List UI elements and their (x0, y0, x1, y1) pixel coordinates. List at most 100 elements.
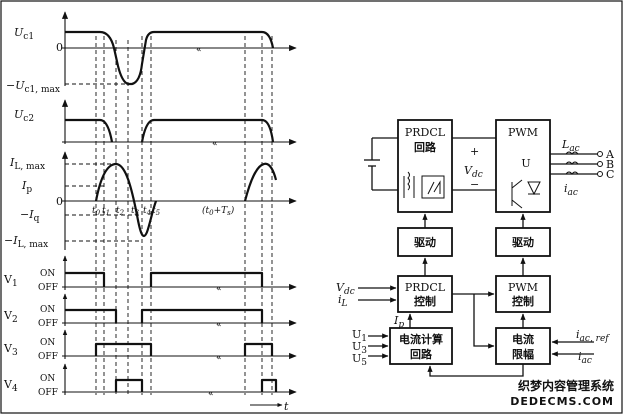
timing-waveforms: Uc1 0 −Uc1, max « Uc2 « IL, max Ip 0 (3, 11, 297, 413)
prdcl-circuit-title: PRDCL (405, 126, 446, 139)
time-guides (95, 36, 273, 395)
dc-source (364, 137, 398, 191)
pwm-control-subtitle: 控制 (512, 294, 534, 308)
lac-label: Lac (561, 138, 580, 154)
v2-off-label: OFF (38, 319, 58, 329)
input-il-label: iL (338, 293, 348, 309)
v1-waveform (65, 271, 264, 287)
phase-c-label: C (606, 168, 614, 181)
t0-plus-ts-label: (t0+Ts) (202, 205, 235, 217)
t2-label: t2 (116, 206, 125, 217)
t0-label: t0 (92, 206, 101, 217)
panel-v3: V3 ON OFF « (3, 329, 297, 363)
v4-on-label: ON (40, 374, 55, 384)
uc2-waveform (65, 118, 275, 143)
panel-v1: V1 ON OFF « (3, 255, 297, 294)
block-diagram: PRDCL 回路 + Vdc − PWM U (336, 119, 615, 377)
il-zero-label: 0 (56, 195, 63, 208)
panel-v4: V4 ON OFF « t (3, 363, 297, 413)
v1-off-label: OFF (38, 283, 58, 293)
v2-label: V2 (3, 309, 18, 325)
t5-label: t5 (152, 206, 161, 217)
uc1max-label: −Uc1, max (6, 79, 60, 95)
signal-wires (358, 213, 594, 377)
v3-off-label: OFF (38, 352, 58, 362)
panel-il: IL, max Ip 0 −Iq −IL, max t0 t1 t2 t3 t4… (4, 151, 297, 250)
v4-waveform (114, 378, 278, 392)
watermark-en: DEDECMS.COM (510, 395, 614, 408)
t-axis-label: t (284, 400, 289, 413)
watermark: 织梦内容管理系统 DEDECMS.COM (510, 378, 614, 408)
prdcl-control-subtitle: 控制 (414, 294, 436, 308)
current-calc-title: 电流计算 (399, 332, 443, 346)
panel-uc1: Uc1 0 −Uc1, max « (6, 11, 297, 95)
dc-link: + Vdc − (452, 137, 496, 191)
prdcl-circuit-subtitle: 回路 (414, 140, 437, 154)
watermark-cn: 织梦内容管理系统 (518, 378, 614, 393)
v4-break-mark: « (208, 389, 214, 399)
t1-label: t1 (102, 206, 110, 217)
neg-ilmax-label: −IL, max (4, 234, 48, 250)
prdcl-control-title: PRDCL (405, 281, 446, 294)
pwm-inverter-u: U (521, 157, 530, 170)
pwm-control-title: PWM (508, 281, 538, 294)
ac-output: Lac A B C iac (550, 138, 615, 198)
t3-label: t3 (131, 206, 140, 217)
dc-link-minus: − (470, 178, 479, 191)
prdcl-circuit-block: PRDCL 回路 (397, 119, 453, 213)
panel-uc2: Uc2 « (14, 99, 297, 149)
v3-on-label: ON (40, 338, 55, 348)
v4-label: V4 (3, 378, 18, 394)
uc1-label: Uc1 (14, 26, 34, 42)
v1-break-mark: « (216, 284, 222, 294)
vdc-label: Vdc (464, 164, 483, 180)
pwm-control-block: PWM 控制 (495, 275, 551, 313)
iq-label: −Iq (20, 208, 40, 224)
pwm-driver-block: 驱动 (495, 227, 551, 257)
prdcl-control-block: PRDCL 控制 (397, 275, 453, 313)
ip-signal-label: Ip (393, 314, 404, 330)
phase-b-label: B (606, 158, 614, 171)
uc2-label: Uc2 (14, 108, 34, 124)
current-limit-subtitle: 限幅 (512, 347, 534, 361)
v1-on-label: ON (40, 269, 55, 279)
il-waveform-1 (94, 162, 158, 238)
uc1-zero-label: 0 (56, 41, 63, 54)
v4-off-label: OFF (38, 388, 58, 398)
pwm-inverter-title: PWM (508, 126, 538, 139)
iac-feedback-label: iac (578, 350, 592, 366)
t4-label: t4 (143, 206, 151, 217)
v3-label: V3 (3, 342, 18, 358)
uc2-break-mark: « (212, 139, 218, 149)
input-vdc-label: Vdc (336, 281, 355, 297)
v2-break-mark: « (216, 320, 222, 330)
u1-label: U1 (352, 328, 367, 344)
iac-output-label: iac (564, 182, 578, 198)
u5-label: U5 (352, 352, 367, 368)
v1-label: V1 (3, 273, 18, 289)
current-calc-block: 电流计算 回路 (389, 327, 453, 365)
current-calc-subtitle: 回路 (410, 347, 433, 361)
iac-ref-label: iac, ref (576, 328, 610, 344)
current-limit-block: 电流 限幅 (495, 327, 551, 365)
ip-label: Ip (21, 179, 32, 195)
ilmax-label: IL, max (9, 156, 45, 172)
pwm-inverter-block: PWM U (495, 119, 551, 213)
current-limit-title: 电流 (512, 332, 534, 346)
u3-label: U3 (352, 340, 367, 356)
prdcl-driver-block: 驱动 (397, 227, 453, 257)
v2-on-label: ON (40, 305, 55, 315)
phase-a-label: A (605, 148, 615, 161)
panel-v2: V2 ON OFF « (3, 293, 297, 330)
v3-waveform (94, 342, 274, 356)
il-waveform-2 (243, 162, 278, 202)
pwm-driver-label: 驱动 (512, 235, 534, 249)
uc1-waveform (65, 30, 275, 86)
v2-waveform (65, 308, 264, 323)
dc-link-plus: + (470, 145, 479, 158)
v3-break-mark: « (216, 353, 222, 363)
prdcl-driver-label: 驱动 (414, 235, 436, 249)
uc1-break-mark: « (196, 45, 202, 55)
